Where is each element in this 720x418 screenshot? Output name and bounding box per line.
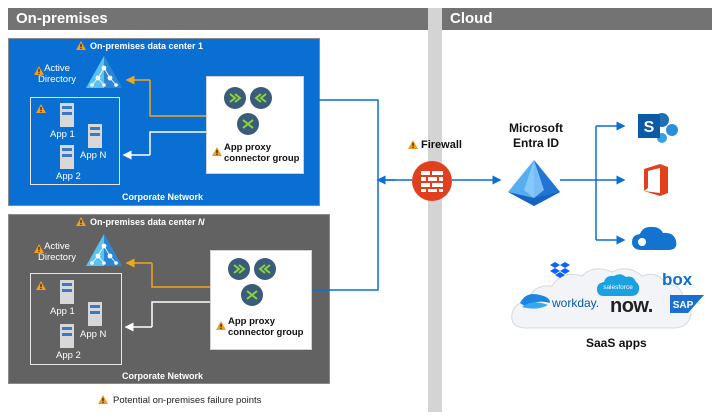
zendesk-like-icon [516, 289, 554, 316]
datacenter-1-title-text: On-premises data center 1 [90, 41, 204, 51]
server-icon [60, 324, 74, 353]
warning-icon [98, 395, 108, 404]
now-logo: now. [610, 295, 653, 317]
corporate-network-label: Corporate Network [122, 371, 204, 381]
sharepoint-icon: S [636, 110, 680, 149]
warning-icon [36, 277, 46, 295]
app-label: App N [80, 329, 107, 340]
datacenter-n-title-italic: N [198, 217, 205, 227]
active-directory-label: Active Directory [37, 241, 76, 263]
office-icon [640, 163, 670, 202]
app-label: App 1 [50, 306, 75, 317]
entra-id-label: Microsoft Entra ID [509, 121, 563, 150]
warning-icon [216, 317, 226, 335]
warning-icon [36, 100, 46, 118]
sap-logo: SAP [670, 295, 704, 318]
warning-icon [408, 140, 418, 149]
warning-icon [34, 240, 44, 258]
active-directory-icon [84, 230, 124, 275]
datacenter-1-title: On-premises data center 1 [76, 41, 203, 51]
legend: Potential on-premises failure points [98, 395, 261, 406]
workday-logo: workday. [552, 296, 600, 310]
warning-icon [76, 41, 86, 50]
app-label: App 2 [56, 350, 81, 361]
box-logo: box [662, 270, 693, 289]
connector-icon [226, 257, 292, 314]
saas-apps-label: SaaS apps [586, 336, 647, 350]
app-label: App N [80, 150, 107, 161]
entra-id-icon [504, 158, 564, 213]
warning-icon [212, 143, 222, 161]
datacenter-n-title: On-premises data center N [76, 217, 205, 227]
firewall-icon [411, 160, 453, 207]
svg-text:S: S [644, 119, 655, 136]
section-separator [428, 8, 442, 412]
server-icon [60, 280, 74, 309]
connector-group-label: App proxy connector group [224, 142, 300, 164]
server-icon [88, 302, 102, 331]
server-icon [88, 124, 102, 153]
datacenter-n-title-text: On-premises data center [90, 217, 199, 227]
active-directory-icon [84, 52, 124, 97]
firewall-text: Firewall [421, 139, 462, 151]
warning-icon [34, 62, 44, 80]
firewall-label: Firewall [408, 139, 462, 151]
cloud-header: Cloud [442, 8, 712, 30]
server-icon [60, 145, 74, 174]
connector-icon [222, 86, 288, 143]
app-label: App 2 [56, 171, 81, 182]
salesforce-logo: salesforce [596, 272, 640, 305]
server-icon [60, 103, 74, 132]
svg-text:SAP: SAP [673, 300, 694, 311]
app-servers-box-n [30, 273, 122, 365]
dropbox-icon [549, 260, 571, 285]
on-premises-header: On-premises [8, 8, 428, 30]
app-label: App 1 [50, 129, 75, 140]
connector-group-label: App proxy connector group [228, 316, 304, 338]
active-directory-label: Active Directory [37, 63, 76, 85]
onedrive-icon [630, 224, 680, 257]
corporate-network-label: Corporate Network [122, 192, 204, 202]
svg-text:salesforce: salesforce [603, 284, 633, 291]
legend-text: Potential on-premises failure points [113, 395, 262, 406]
app-servers-box-1 [30, 97, 120, 185]
warning-icon [76, 217, 86, 226]
